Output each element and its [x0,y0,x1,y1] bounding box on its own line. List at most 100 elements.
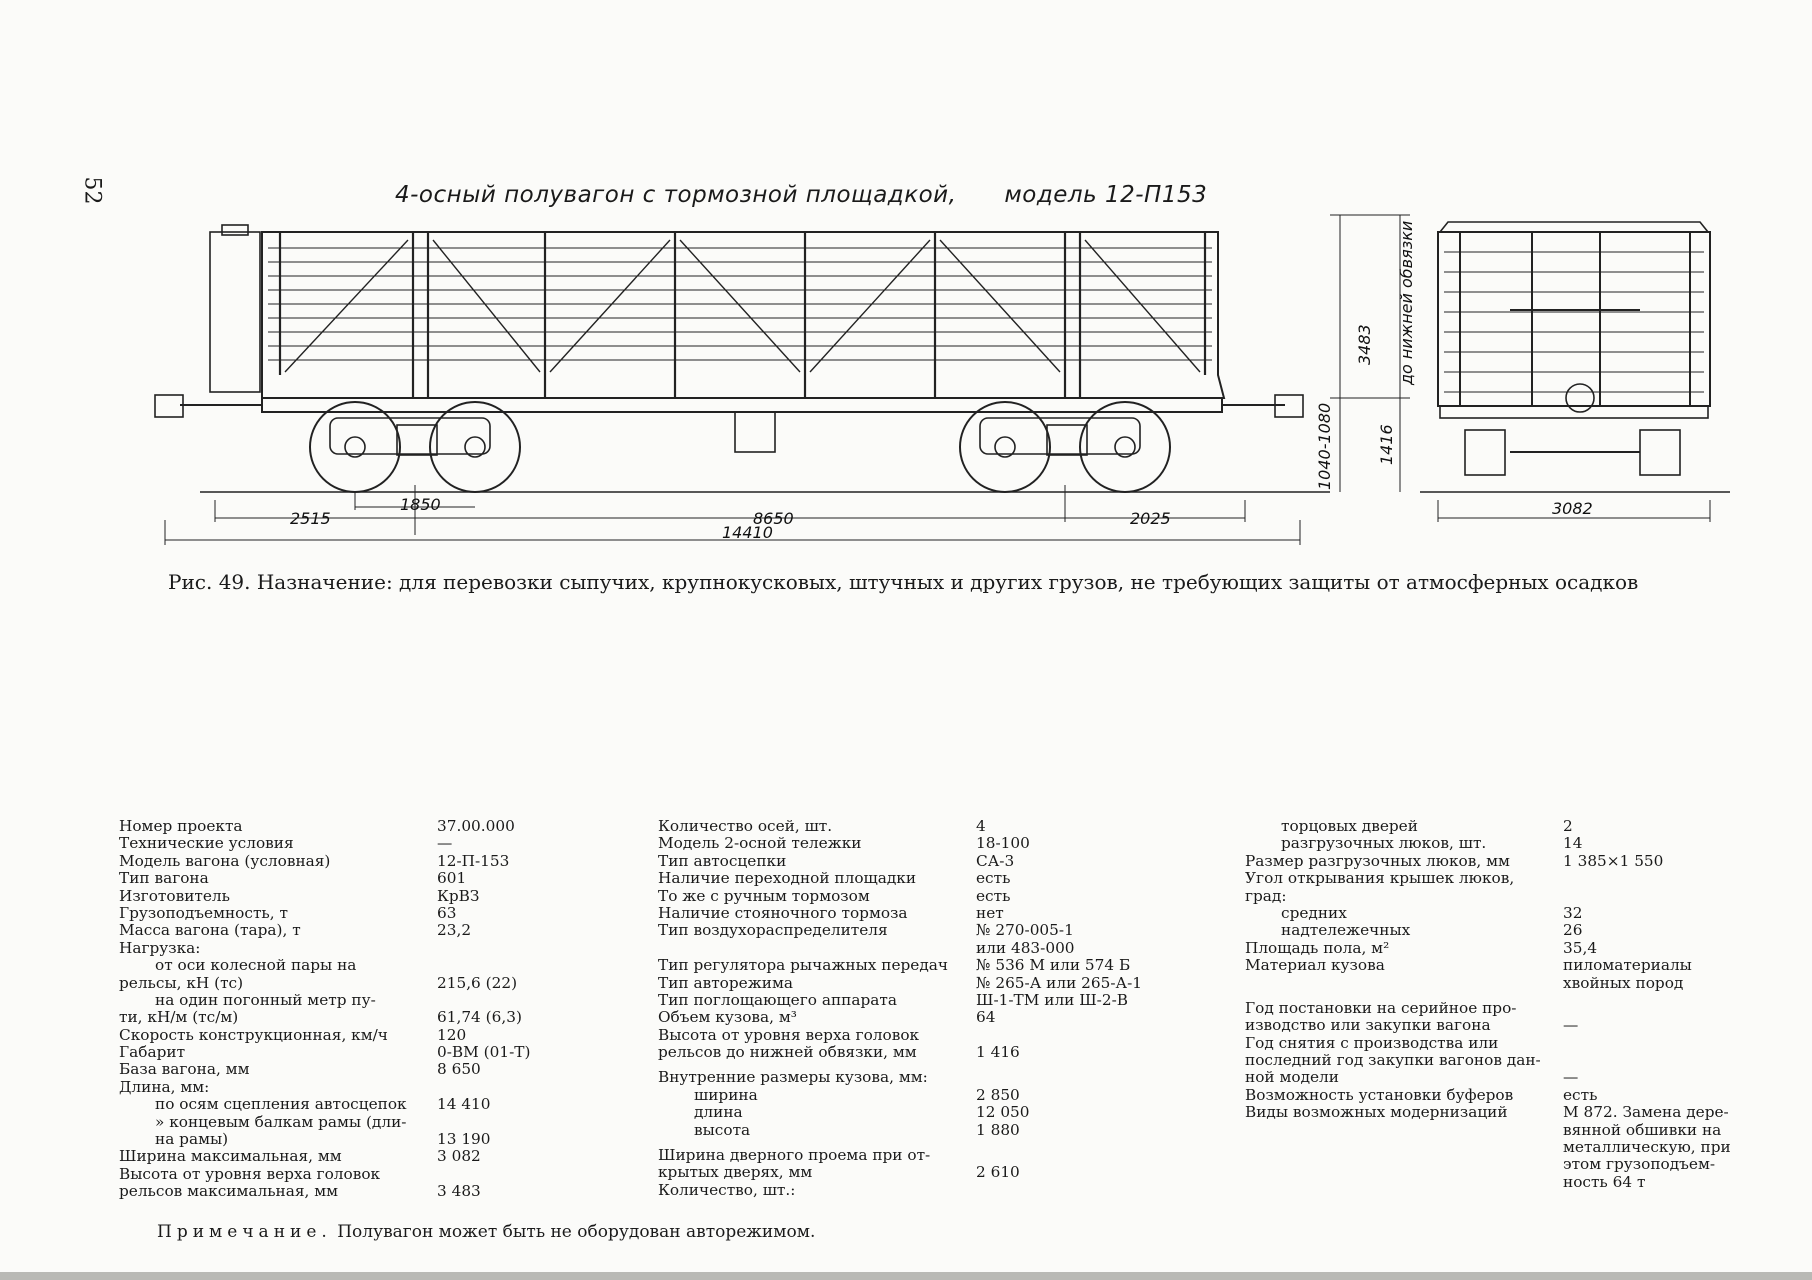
end-view-bogie-left [1464,429,1506,476]
spec-row: Высота от уровня верха головок [119,1165,539,1183]
spec-value: Ш-1-ТМ или Ш-2-В [976,990,1128,1009]
spec-value: 18-100 [976,834,1030,853]
spec-value: 35,4 [1563,938,1598,957]
spec-row: ти, кН/м (тс/м)61,74 (6,3) [119,1008,539,1026]
spec-label: Модель вагона (условная) [119,851,331,870]
spec-row: » концевым балкам рамы (дли- [119,1113,539,1131]
spec-value: 2 [1563,817,1573,835]
spec-label: Тип воздухораспределителя [658,921,888,940]
spec-value: 12-П-153 [437,851,510,870]
spec-label: Возможность установки буферов [1245,1085,1514,1104]
spec-row: То же с ручным тормозом есть [658,886,1078,905]
dim-3483: 3483 [1355,324,1374,365]
dim-1416: 1416 [1377,424,1396,465]
spec-row: Длина, мм: [119,1078,539,1096]
spec-value: М 872. Замена дере- [1563,1103,1729,1122]
spec-value: 2 610 [976,1163,1020,1182]
spec-value: 601 [437,869,467,888]
spec-label: Объем кузова, м³ [658,1008,797,1027]
spec-value: 63 [437,903,457,922]
drawing-title-text: 4-осный полувагон с тормозной площадкой, [395,182,957,208]
spec-row: Модель вагона (условная) 12-П-153 [119,851,539,870]
spec-value: 4 [976,817,986,835]
spec-label: Габарит [119,1043,186,1062]
spec-label: Ширина дверного проема при от- [658,1146,931,1165]
spec-row: ность 64 т [1245,1173,1715,1191]
spec-label: ной модели [1245,1068,1339,1087]
dim-2025: 2025 [1130,509,1171,528]
spec-value: 12 050 [976,1103,1030,1122]
spec-row: металлическую, при [1245,1138,1731,1156]
spec-value: 215,6 (22) [437,973,518,992]
spec-label: Тип регулятора рычажных передач [658,956,949,975]
spec-value: есть [976,869,1011,888]
spec-label: на рамы) [155,1130,229,1149]
end-view: 3082 [1420,221,1730,522]
spec-row: или 483-000 [658,938,1078,957]
spec-value: или 483-000 [976,938,1075,957]
spec-row: ширина 2 850 [658,1085,1078,1104]
spec-label: Технические условия [119,834,294,853]
side-view: 2515 1850 8650 2025 14410 1040-1080 3483… [154,214,1416,545]
spec-value: 2 850 [976,1085,1020,1104]
spec-value: СА-3 [976,851,1015,870]
vertical-dimensions [1330,214,1410,492]
brake-cylinder [734,411,776,453]
spec-value: 1 880 [976,1120,1020,1139]
spec-value: 26 [1563,921,1583,940]
spec-label: Номер проекта [119,817,243,835]
spec-label: надтележечных [1281,921,1411,940]
spec-row: Количество осей, шт.4 [658,817,1078,835]
spec-value: 3 082 [437,1147,481,1166]
spec-label: Внутренние размеры кузова, мм: [658,1068,928,1087]
spec-label: Год снятия с производства или [1245,1033,1499,1052]
spec-value: 14 410 [437,1095,491,1114]
spec-value: — [437,834,453,853]
spec-value: 32 [1563,903,1583,922]
spec-row: Виды возможных модернизаций М 872. Замена… [1245,1103,1729,1122]
spec-row: вянной обшивки на [1245,1121,1721,1139]
brake-platform-end [209,231,261,393]
spec-value: хвойных пород [1563,973,1684,992]
spec-row: Нагрузка: [119,938,539,957]
spec-value: 3 483 [437,1182,481,1201]
footnote-text: Полувагон может быть не оборудован автор… [337,1222,816,1242]
figure-caption: Рис. 49. Назначение: для перевозки сыпуч… [168,570,1639,594]
spec-label: То же с ручным тормозом [658,886,870,905]
spec-label: высота [694,1120,751,1139]
spec-label: длина [694,1103,743,1122]
coupler-left [154,394,184,418]
spec-label: Тип авторежима [658,973,793,992]
spec-label: Нагрузка: [119,938,201,957]
spec-row: рельсов максимальная, мм 3 483 [119,1182,539,1201]
spec-row: Технические условия — [119,834,539,853]
wagon-drawing: 2515 1850 8650 2025 14410 1040-1080 3483… [154,214,1730,545]
spec-label: Количество, шт.: [658,1180,796,1199]
drawing-model: модель 12-П153 [1004,182,1208,208]
dim-14410: 14410 [722,523,773,542]
spec-value: 0-ВМ (01-Т) [437,1043,531,1062]
spec-label: База вагона, мм [119,1060,250,1079]
platform-cap [221,224,249,236]
spec-label: рельсов максимальная, мм [119,1182,339,1201]
spec-label: Материал кузова [1245,956,1385,975]
spec-label: Площадь пола, м² [1245,938,1390,957]
spec-row: град: [1245,887,1715,905]
spec-row: Площадь пола, м² 35,4 [1245,938,1715,957]
spec-label: ширина [694,1085,758,1104]
spec-value: есть [976,886,1011,905]
spec-label: рельсы, кН (тс) [119,973,244,992]
end-view-coupler [1565,383,1595,413]
dimension-lines [164,485,1301,545]
spec-label: Виды возможных модернизаций [1245,1103,1508,1122]
